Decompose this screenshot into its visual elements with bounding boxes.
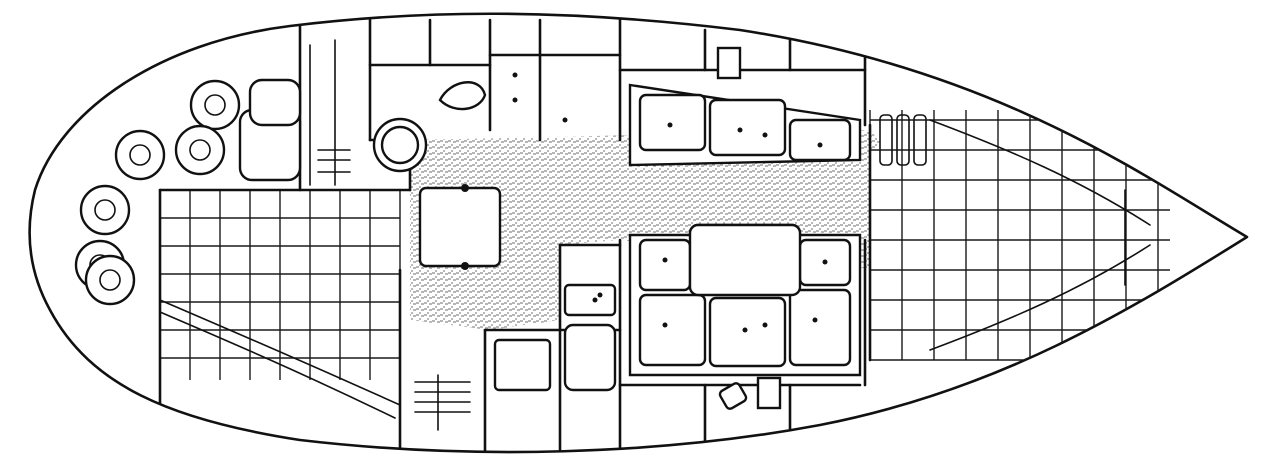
cushion-icon	[708, 296, 787, 368]
aft-cabin-berth	[159, 189, 401, 380]
companionway	[418, 184, 502, 270]
deck-hatch-icon	[84, 254, 136, 306]
cushion-icon	[788, 118, 852, 162]
galley	[493, 283, 617, 392]
deck-hatch-icon	[79, 184, 131, 236]
aft-deck-fittings	[74, 78, 302, 306]
side-deck-lines	[159, 119, 1151, 419]
head-compartment	[309, 39, 487, 186]
cushion-icon	[638, 293, 707, 367]
cushion-icon	[788, 288, 852, 367]
deck-hatch-icon	[189, 79, 241, 131]
saloon-starboard-settee	[628, 223, 862, 377]
chart-table	[414, 374, 471, 431]
sink-icon	[438, 81, 487, 111]
locker-latches	[512, 72, 828, 333]
cushion-icon	[638, 93, 707, 152]
sink-icon	[563, 283, 617, 317]
saloon-port-settee	[628, 83, 862, 167]
cabin-sole	[410, 130, 930, 330]
deck-hatch-icon	[114, 129, 166, 181]
hull-outline	[28, 12, 1249, 454]
deck-hatch-icon	[174, 124, 226, 176]
forward-fittings	[716, 46, 927, 410]
stove-icon	[493, 338, 552, 392]
cushion-icon	[708, 98, 787, 157]
